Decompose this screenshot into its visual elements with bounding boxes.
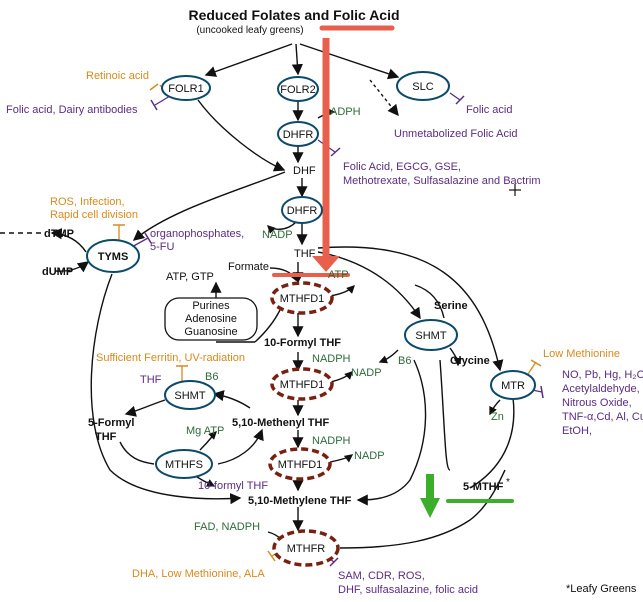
purines-label-0: Purines [192, 300, 230, 312]
purines-box [164, 297, 258, 341]
enzyme-mthfd1-middle-label: MTHFD1 [280, 379, 325, 391]
enzyme-folr2: FOLR2 [277, 76, 319, 102]
enzyme-mthfr-label: MTHFR [287, 543, 326, 555]
enzyme-dhfr-upper: DHFR [277, 121, 319, 147]
enzyme-dhfr-lower-label: DHFR [287, 205, 318, 217]
mtr-inhibitor-label-1: Acetylaldehyde, [562, 383, 640, 395]
mtr-inhibitor-label-2: Nitrous Oxide, [562, 397, 632, 409]
tyms-inhibitor-label-1: organophosphates, [150, 228, 244, 240]
nadp-dhfr-label: NADP [262, 229, 293, 241]
formyl10-label: 10-Formyl THF [264, 337, 341, 349]
mthf5-label: 5-MTHF [463, 481, 504, 493]
enzyme-mthfd1-top: MTHFD1 [270, 281, 334, 315]
inhibitor-labels: Folic acid, Dairy antibodies Folic acid … [6, 104, 643, 596]
enzyme-dhfr-lower: DHFR [281, 196, 323, 224]
ros-label-1: ROS, Infection, [50, 196, 125, 208]
diagram-subtitle: (uncooked leafy greens) [196, 25, 303, 36]
mthfr-factors-label: DHA, Low Methionine, ALA [132, 568, 265, 580]
enzyme-tyms: TYMS [86, 239, 140, 273]
nadph-1-label: NADPH [312, 353, 351, 365]
pathway-arrows [0, 43, 544, 567]
glycine-label: Glycine [450, 355, 490, 367]
enzyme-tyms-label: TYMS [98, 251, 129, 263]
enzyme-shmt-left: SHMT [164, 380, 216, 410]
enzyme-mthfr: MTHFR [272, 529, 340, 567]
factor-labels: Retinoic acid ROS, Infection, Rapid cell… [50, 70, 620, 580]
nadph-2-label: NADPH [312, 435, 351, 447]
enzyme-mthfd1-middle: MTHFD1 [270, 367, 334, 401]
mtr-inhibitor-label-0: NO, Pb, Hg, H₂O [562, 369, 643, 381]
retinoic-label: Retinoic acid [86, 70, 149, 82]
enzyme-mthfs: MTHFS [155, 449, 213, 479]
folr1-inhibitor-label: Folic acid, Dairy antibodies [6, 104, 138, 116]
mthfr-inhibitor-label-2: DHF, sulfasalazine, folic acid [338, 584, 478, 596]
enzyme-slc-label: SLC [412, 81, 433, 93]
fad-nadph-label: FAD, NADPH [194, 521, 260, 533]
enzyme-dhfr-upper-label: DHFR [283, 129, 314, 141]
ros-label-2: Rapid cell division [50, 209, 138, 221]
enzyme-slc: SLC [396, 71, 450, 101]
enzyme-mthfd1-bottom-label: MTHFD1 [278, 459, 323, 471]
dtmp-label: dTMP [44, 228, 74, 240]
enzyme-mthfd1-bottom: MTHFD1 [268, 447, 332, 481]
enzyme-mtr: MTR [490, 370, 536, 400]
low-methionine-label: Low Methionine [543, 348, 620, 360]
enzyme-shmt-left-label: SHMT [174, 390, 205, 402]
zn-label: Zn [491, 411, 504, 423]
enzyme-shmt-right: SHMT [404, 319, 458, 351]
nadp-2-label: NADP [354, 450, 385, 462]
diagram-title: Reduced Folates and Folic Acid [188, 7, 399, 23]
dhfr-inhibitor-label-2: Methotrexate, Sulfasalazine and Bactrim [343, 175, 541, 187]
enzyme-folr2-label: FOLR2 [280, 84, 315, 96]
mtr-inhibitor-label-3: TNF-α,Cd, Al, Cu, [562, 411, 643, 423]
ferritin-label: Sufficient Ferritin, UV-radiation [96, 352, 245, 364]
cross-mark [509, 184, 521, 196]
methylene-label: 5,10-Methylene THF [248, 495, 352, 507]
formyl10-thf-small-label: 10-formyl THF [198, 480, 268, 492]
slc-inhibitor-label: Folic acid [466, 104, 512, 116]
enzyme-mthfd1-top-label: MTHFD1 [280, 293, 325, 305]
enzyme-mtr-label: MTR [501, 380, 525, 392]
b6-right-label: B6 [398, 355, 411, 367]
dump-label: dUMP [42, 266, 73, 278]
atp-mthfd-label: ATP [328, 269, 349, 281]
methenyl-label: 5,10-Methenyl THF [232, 417, 329, 429]
formate-label: Formate [228, 261, 269, 273]
unmetabolized-label: Unmetabolized Folic Acid [394, 128, 518, 140]
formyl5-label-1: 5-Formyl [88, 417, 134, 429]
mthf5-star: * [506, 477, 510, 488]
dhfr-inhibitor-label-1: Folic Acid, EGCG, GSE, [343, 161, 461, 173]
thf-label: THF [294, 248, 316, 260]
serine-label: Serine [434, 300, 468, 312]
mg-atp-label: Mg ATP [186, 425, 224, 437]
tyms-inhibitor-label-2: 5-FU [150, 241, 175, 253]
atp-gtp-label: ATP, GTP [166, 271, 214, 283]
green-highlight-arrow [420, 474, 514, 518]
enzyme-folr1-label: FOLR1 [168, 83, 203, 95]
purines-label-1: Adenosine [185, 313, 237, 325]
enzyme-mthfs-label: MTHFS [165, 459, 203, 471]
footnote: *Leafy Greens [566, 583, 637, 595]
b6-left-label: B6 [205, 371, 218, 383]
enzyme-folr1: FOLR1 [161, 75, 211, 101]
enzyme-shmt-right-label: SHMT [415, 330, 446, 342]
formyl5-label-2: THF [95, 431, 117, 443]
red-highlight-arrow [272, 25, 395, 277]
purines-label-2: Guanosine [184, 326, 237, 338]
dhf-label: DHF [293, 165, 316, 177]
metabolite-labels: DHF THF dTMP dUMP Formate ATP, GTP 10-Fo… [42, 128, 518, 507]
thf-small-label: THF [140, 374, 162, 386]
nadp-1-label: NADP [351, 367, 382, 379]
mtr-inhibitor-label-4: EtOH, [562, 425, 592, 437]
cofactor-labels: ADPH NADP ATP NADPH NADP NADPH NADP B6 B… [186, 106, 504, 533]
adph-label: ADPH [330, 106, 361, 118]
mthfr-inhibitor-label-1: SAM, CDR, ROS, [338, 570, 425, 582]
